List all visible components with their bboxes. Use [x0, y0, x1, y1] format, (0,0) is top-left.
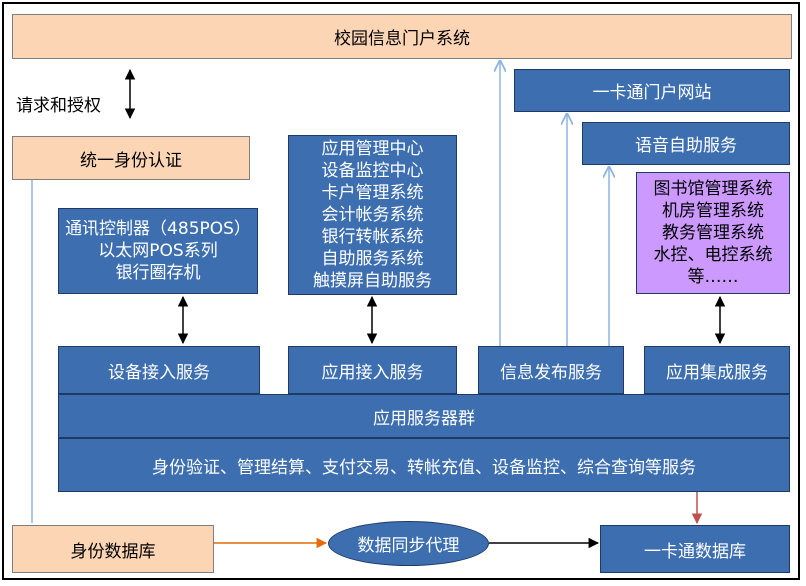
app-center-item: 设备监控中心 [321, 161, 424, 181]
app-server-cluster-box: 应用服务器群 [58, 394, 790, 438]
one-card-database-label: 一卡通数据库 [644, 541, 746, 562]
app-center-item: 触摸屏自助服务 [313, 271, 432, 291]
terminal-item: 银行圈存机 [115, 263, 201, 283]
app-system-item: 机房管理系统 [662, 201, 764, 221]
info-publish-service-box: 信息发布服务 [478, 346, 624, 394]
app-integration-service-label: 应用集成服务 [666, 362, 768, 383]
terminal-devices-box: 通讯控制器（485POS） 以太网POS系列 银行圈存机 [58, 208, 258, 294]
app-center-item: 卡户管理系统 [321, 183, 424, 203]
server-services-label: 身份验证、管理结算、支付交易、转帐充值、设备监控、综合查询等服务 [152, 457, 696, 478]
device-access-service-label: 设备接入服务 [108, 362, 210, 383]
campus-portal-box: 校园信息门户系统 [12, 14, 792, 59]
app-center-item: 银行转帐系统 [321, 227, 424, 247]
terminal-item: 以太网POS系列 [98, 241, 218, 261]
terminal-item: 通讯控制器（485POS） [65, 219, 251, 239]
identity-database-box: 身份数据库 [12, 525, 214, 573]
app-center-box: 应用管理中心 设备监控中心 卡户管理系统 会计帐务系统 银行转帐系统 自助服务系… [288, 135, 457, 295]
app-integration-service-box: 应用集成服务 [644, 346, 790, 394]
app-center-item: 会计帐务系统 [321, 205, 424, 225]
app-system-item: 等…… [687, 267, 739, 287]
app-access-service-box: 应用接入服务 [288, 346, 457, 394]
unified-identity-auth-box: 统一身份认证 [12, 136, 250, 180]
voice-service-label: 语音自助服务 [635, 136, 737, 156]
app-system-item: 图书馆管理系统 [653, 179, 773, 199]
one-card-portal-box: 一卡通门户网站 [514, 69, 790, 112]
device-access-service-box: 设备接入服务 [58, 346, 260, 394]
data-sync-agent-node: 数据同步代理 [328, 521, 489, 566]
unified-identity-auth-label: 统一身份认证 [80, 150, 182, 171]
app-system-item: 水控、电控系统 [653, 245, 773, 265]
one-card-portal-label: 一卡通门户网站 [592, 83, 712, 103]
app-access-service-label: 应用接入服务 [321, 362, 424, 383]
app-center-item: 自助服务系统 [321, 249, 424, 269]
one-card-database-box: 一卡通数据库 [600, 525, 790, 573]
request-auth-label: 请求和授权 [16, 96, 101, 116]
data-sync-agent-label: 数据同步代理 [357, 536, 460, 556]
app-systems-box: 图书馆管理系统 机房管理系统 教务管理系统 水控、电控系统 等…… [636, 172, 790, 294]
info-publish-service-label: 信息发布服务 [500, 362, 602, 383]
campus-portal-label: 校园信息门户系统 [334, 29, 470, 49]
app-server-cluster-label: 应用服务器群 [373, 408, 475, 429]
identity-database-label: 身份数据库 [70, 541, 156, 562]
app-system-item: 教务管理系统 [662, 223, 764, 243]
voice-service-box: 语音自助服务 [582, 122, 790, 165]
app-center-item: 应用管理中心 [321, 139, 424, 159]
server-services-box: 身份验证、管理结算、支付交易、转帐充值、设备监控、综合查询等服务 [58, 438, 790, 492]
